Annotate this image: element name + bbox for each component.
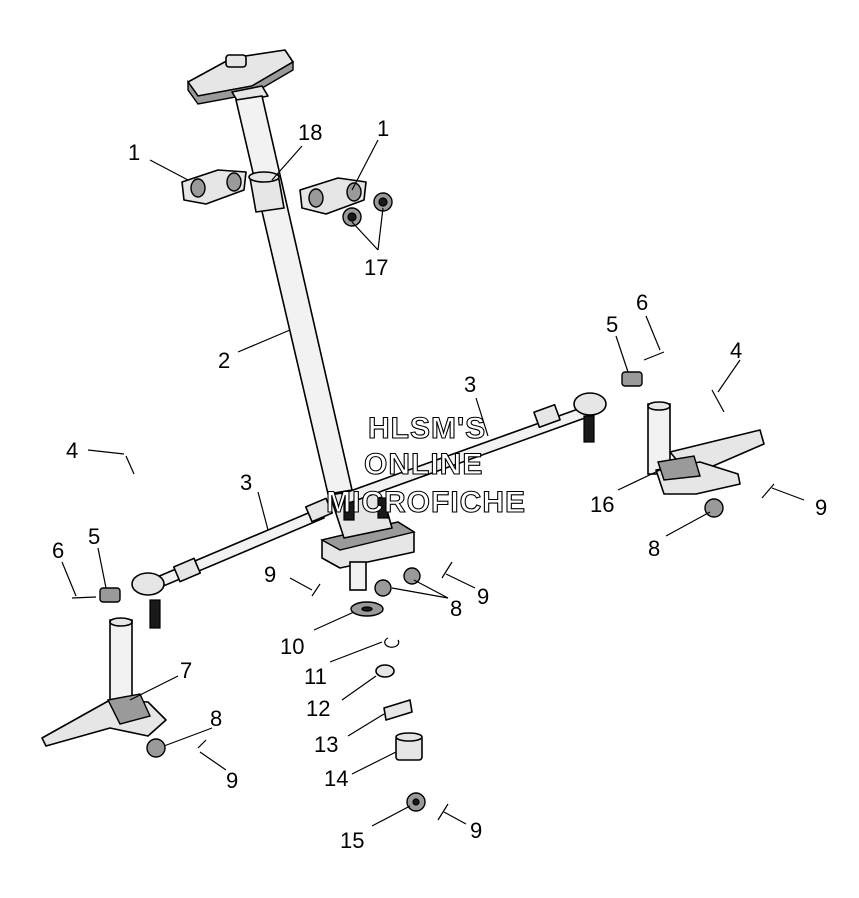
callout-9: 9: [226, 768, 238, 793]
bushing-14: [395, 732, 423, 761]
callout-3: 3: [240, 470, 252, 495]
callout-14: 14: [324, 766, 348, 791]
tie-rod-right: [340, 392, 607, 506]
cotter-pins-6: [71, 351, 665, 599]
callout-5: 5: [606, 312, 618, 337]
cotter-pins-9-4: [125, 389, 775, 821]
callout-11: 11: [304, 664, 327, 689]
callout-3: 3: [464, 372, 476, 397]
callout-7: 7: [180, 658, 192, 683]
callout-8: 8: [648, 536, 660, 561]
callout-1: 1: [128, 140, 140, 165]
callout-6: 6: [52, 538, 64, 563]
washer-10: [350, 601, 384, 617]
clamp-nuts: [342, 192, 393, 227]
bushing-12: [375, 664, 395, 678]
callout-8: 8: [450, 596, 462, 621]
callout-10: 10: [280, 634, 304, 659]
bushing-13: [383, 699, 413, 721]
callout-9: 9: [815, 495, 827, 520]
callout-4: 4: [66, 438, 78, 463]
callout-1: 1: [377, 116, 389, 141]
callout-17: 17: [364, 255, 388, 280]
flange-nuts-8: [146, 498, 724, 758]
leader-lines: [61, 139, 805, 827]
spindle-left: [41, 617, 167, 747]
callout-15: 15: [340, 828, 364, 853]
callout-2: 2: [218, 348, 230, 373]
flange-nut-15: [406, 792, 426, 812]
castle-nuts: [99, 371, 643, 603]
callout-16: 16: [590, 492, 614, 517]
callout-9: 9: [477, 584, 489, 609]
watermark-line-2: ONLINE: [364, 448, 483, 481]
watermark-line-1: HLSM'S: [368, 412, 486, 445]
callout-4: 4: [730, 338, 742, 363]
callout-12: 12: [306, 696, 330, 721]
callout-8: 8: [210, 706, 222, 731]
tie-rod-left: [131, 497, 334, 629]
clamp-right: [299, 177, 367, 215]
watermark: HLSM'S ONLINE MICROFICHE: [325, 411, 526, 519]
callout-9: 9: [264, 562, 276, 587]
clamp-left: [181, 169, 247, 205]
pivot-block: [320, 487, 416, 591]
callout-9: 9: [470, 818, 482, 843]
callout-5: 5: [88, 524, 100, 549]
callout-13: 13: [314, 732, 338, 757]
callout-6: 6: [636, 290, 648, 315]
steering-column: [187, 49, 353, 495]
callout-labels: 1 1 18 17 2 3 3 4 4 5 5 6 6 7 8 8 8 9 9 …: [52, 116, 827, 853]
watermark-line-3: MICROFICHE: [326, 486, 526, 519]
spindle-right: [647, 401, 765, 495]
snap-ring-11: [384, 637, 400, 648]
callout-18: 18: [298, 120, 322, 145]
